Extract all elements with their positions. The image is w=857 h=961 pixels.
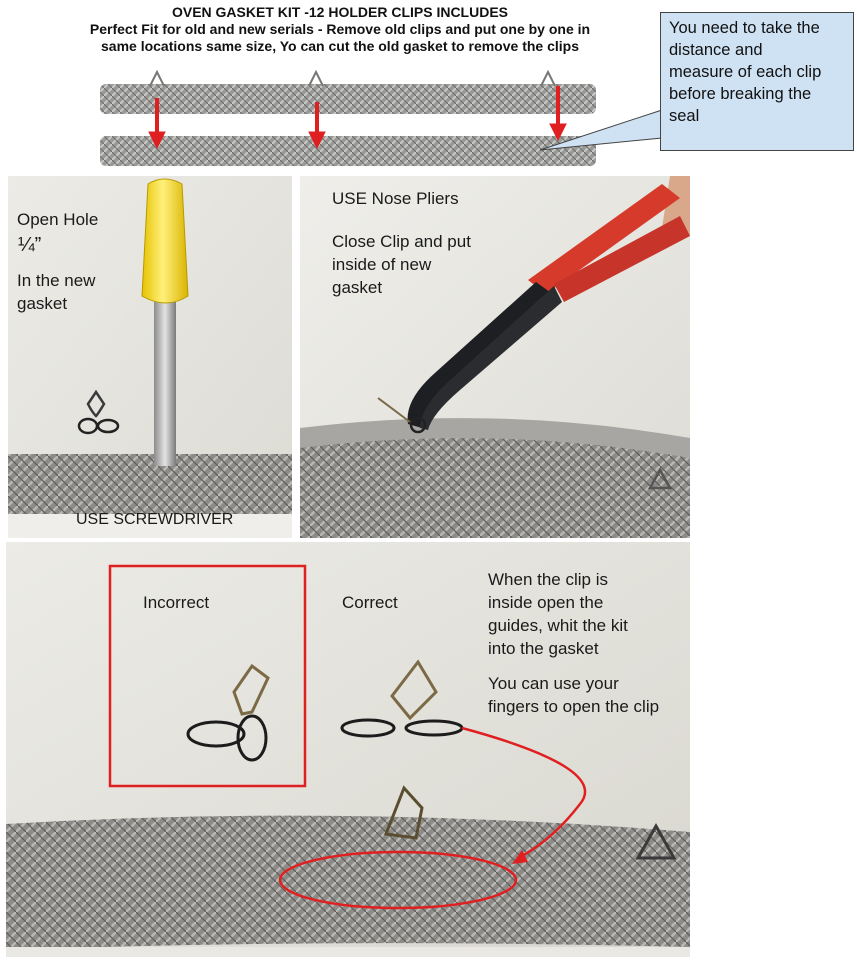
screwdriver-shaft xyxy=(154,294,176,466)
step-pliers-label: USE Nose Pliers xyxy=(332,189,459,208)
top-gasket-illustration xyxy=(100,69,663,166)
clip-icon xyxy=(647,467,673,490)
callout-line: You need to take the xyxy=(669,19,820,37)
clip-comparison-panel: Incorrect Correct When the clip is insid… xyxy=(6,542,690,957)
hole-size-label: ¼” xyxy=(18,234,42,256)
screwdriver-caption: USE SCREWDRIVER xyxy=(76,511,234,528)
insertion-area-highlight xyxy=(278,850,518,910)
callout-line: before breaking the xyxy=(669,85,812,103)
step-open-hole-label: Open Hole xyxy=(17,210,99,229)
gasket-braid xyxy=(6,815,690,950)
header-title: OVEN GASKET KIT -12 HOLDER CLIPS INCLUDE… xyxy=(10,4,670,55)
pliers-grip xyxy=(554,216,690,302)
clip-icon xyxy=(409,416,427,434)
incorrect-highlight-box xyxy=(108,564,307,788)
instruction-line: guides, whit the kit xyxy=(488,616,628,635)
pliers-grip xyxy=(528,184,680,294)
callout-line: seal xyxy=(669,107,700,125)
clip-wire xyxy=(377,397,411,423)
pliers-photo xyxy=(300,176,690,538)
header-title-line-2: Perfect Fit for old and new serials - Re… xyxy=(89,21,591,37)
instruction-line: When the clip is xyxy=(488,570,608,589)
clip-icon xyxy=(540,69,556,87)
correct-label: Correct xyxy=(342,593,398,612)
clip-icon xyxy=(86,389,106,418)
callout-box: You need to take the distance and measur… xyxy=(660,12,854,151)
screwdriver-handle xyxy=(141,178,189,304)
incorrect-clip-icon xyxy=(186,663,270,762)
pliers-photo-panel: USE Nose Pliers Close Clip and put insid… xyxy=(300,176,690,538)
header-title-line-3: same locations same size, Yo can cut the… xyxy=(101,38,579,54)
installed-clip-icon xyxy=(635,822,677,860)
gasket-braid xyxy=(8,454,292,514)
instruction-line: fingers to open the clip xyxy=(488,697,660,716)
screwdriver-photo-panel: Open Hole ¼” In the new gasket USE SCREW… xyxy=(8,176,292,538)
callout-line: measure of each clip xyxy=(669,63,822,81)
red-arrowhead-icon xyxy=(512,850,528,864)
clip-loop-icon xyxy=(96,418,120,434)
new-gasket-strip xyxy=(100,136,596,166)
step-close-clip-label: Close Clip and put xyxy=(332,232,471,251)
instruction-line: inside open the xyxy=(488,593,604,612)
clip-comparison-photo xyxy=(6,542,690,957)
red-arrowhead-icon xyxy=(549,123,567,142)
step-close-clip-label: inside of new xyxy=(332,255,432,274)
old-gasket-strip xyxy=(100,84,596,114)
screwdriver-photo xyxy=(8,176,292,538)
step-open-hole-label: In the new xyxy=(17,271,96,290)
callout-line: distance and xyxy=(669,41,763,59)
red-arrowhead-icon xyxy=(308,131,326,150)
header-title-line-1: OVEN GASKET KIT -12 HOLDER CLIPS INCLUDE… xyxy=(171,4,509,20)
clip-icon xyxy=(308,69,324,87)
red-arrowhead-icon xyxy=(148,131,166,150)
clip-icon xyxy=(149,69,165,87)
red-pointer-line xyxy=(461,726,587,858)
instruction-line: into the gasket xyxy=(488,639,599,658)
instruction-line: You can use your xyxy=(488,674,619,693)
step-close-clip-label: gasket xyxy=(332,278,383,297)
installed-clip-icon xyxy=(383,785,424,840)
step-open-hole-label: gasket xyxy=(17,294,68,313)
gasket-braid xyxy=(300,432,690,538)
incorrect-label: Incorrect xyxy=(143,593,210,612)
